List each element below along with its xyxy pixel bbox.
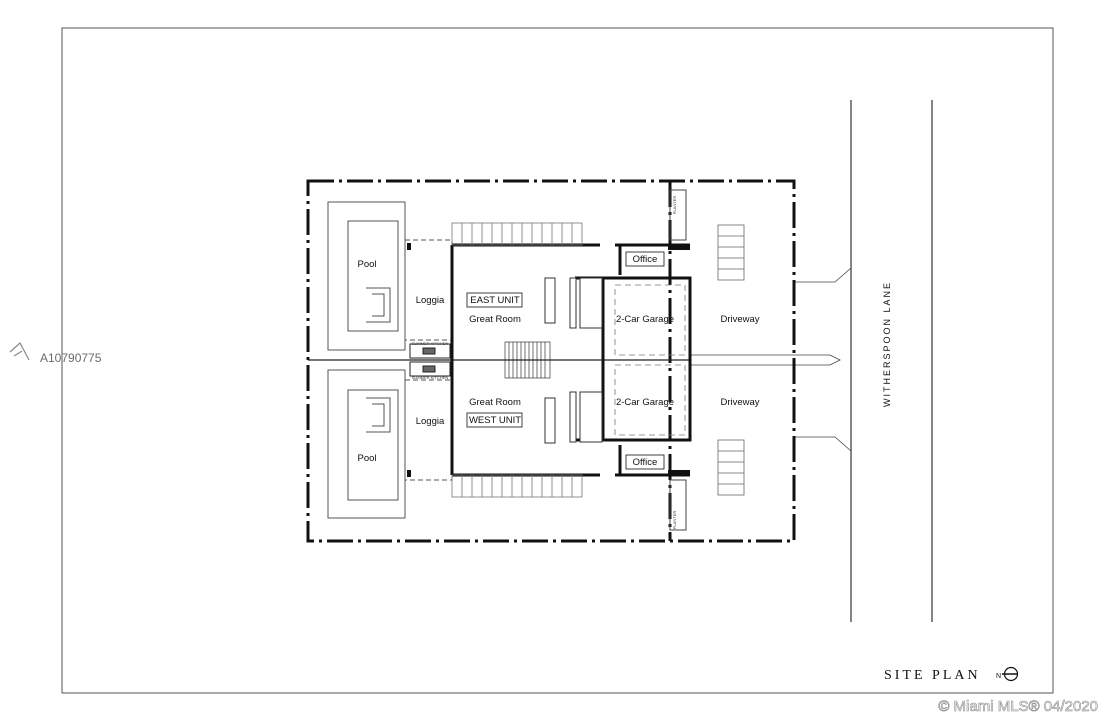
loggia-post (407, 243, 411, 250)
east-office-label: Office (633, 254, 658, 265)
west-unit-label: WEST UNIT (469, 415, 521, 426)
west-great-room-label: Great Room (469, 397, 521, 408)
copyright-watermark: © Miami MLS® 04/2020 (938, 698, 1098, 715)
sheet-border (61, 27, 1054, 694)
property-line (306, 179, 796, 543)
garage-bays (614, 284, 686, 436)
west-garage-label: 2-Car Garage (616, 397, 674, 408)
east-garage-label: 2-Car Garage (616, 314, 674, 325)
driveway-approach (690, 267, 852, 452)
east-summer-kitchen-label: SUMMER KITCHEN (412, 341, 449, 346)
street-name-label: WITHERSPOON LANE (882, 281, 892, 407)
east-unit-label: EAST UNIT (470, 295, 520, 306)
office-thresholds (668, 246, 690, 474)
west-office-label-box (625, 454, 665, 470)
kitchen-islands (544, 277, 603, 444)
planters (669, 189, 687, 531)
mls-logo-icon (9, 342, 30, 361)
site-plan-title: SITE PLAN (884, 668, 981, 683)
loggia-post (407, 470, 411, 477)
east-pool-label: Pool (357, 259, 376, 270)
summer-kitchens (409, 343, 451, 377)
west-summer-kitchen-label: SUMMER KITCHEN (412, 375, 449, 380)
east-office-label-box (625, 251, 665, 267)
west-planter-label: PLANTER (672, 511, 677, 530)
trellis-bands (451, 222, 583, 498)
stairs (504, 341, 551, 379)
east-great-room-label: Great Room (469, 314, 521, 325)
listing-id-watermark: A10790775 (40, 351, 102, 365)
north-arrow-icon: N (996, 666, 1019, 682)
svg-text:N: N (996, 673, 1001, 680)
pool-decks (327, 201, 406, 519)
west-unit-label-box (466, 412, 523, 428)
east-unit-label-box (466, 292, 523, 308)
west-office-label: Office (633, 457, 658, 468)
east-loggia-label: Loggia (416, 295, 445, 306)
driveway-pavers (717, 224, 745, 496)
east-driveway-label: Driveway (720, 314, 759, 325)
west-driveway-label: Driveway (720, 397, 759, 408)
west-loggia-label: Loggia (416, 416, 445, 427)
east-planter-label: PLANTER (672, 196, 677, 215)
west-pool-label: Pool (357, 453, 376, 464)
